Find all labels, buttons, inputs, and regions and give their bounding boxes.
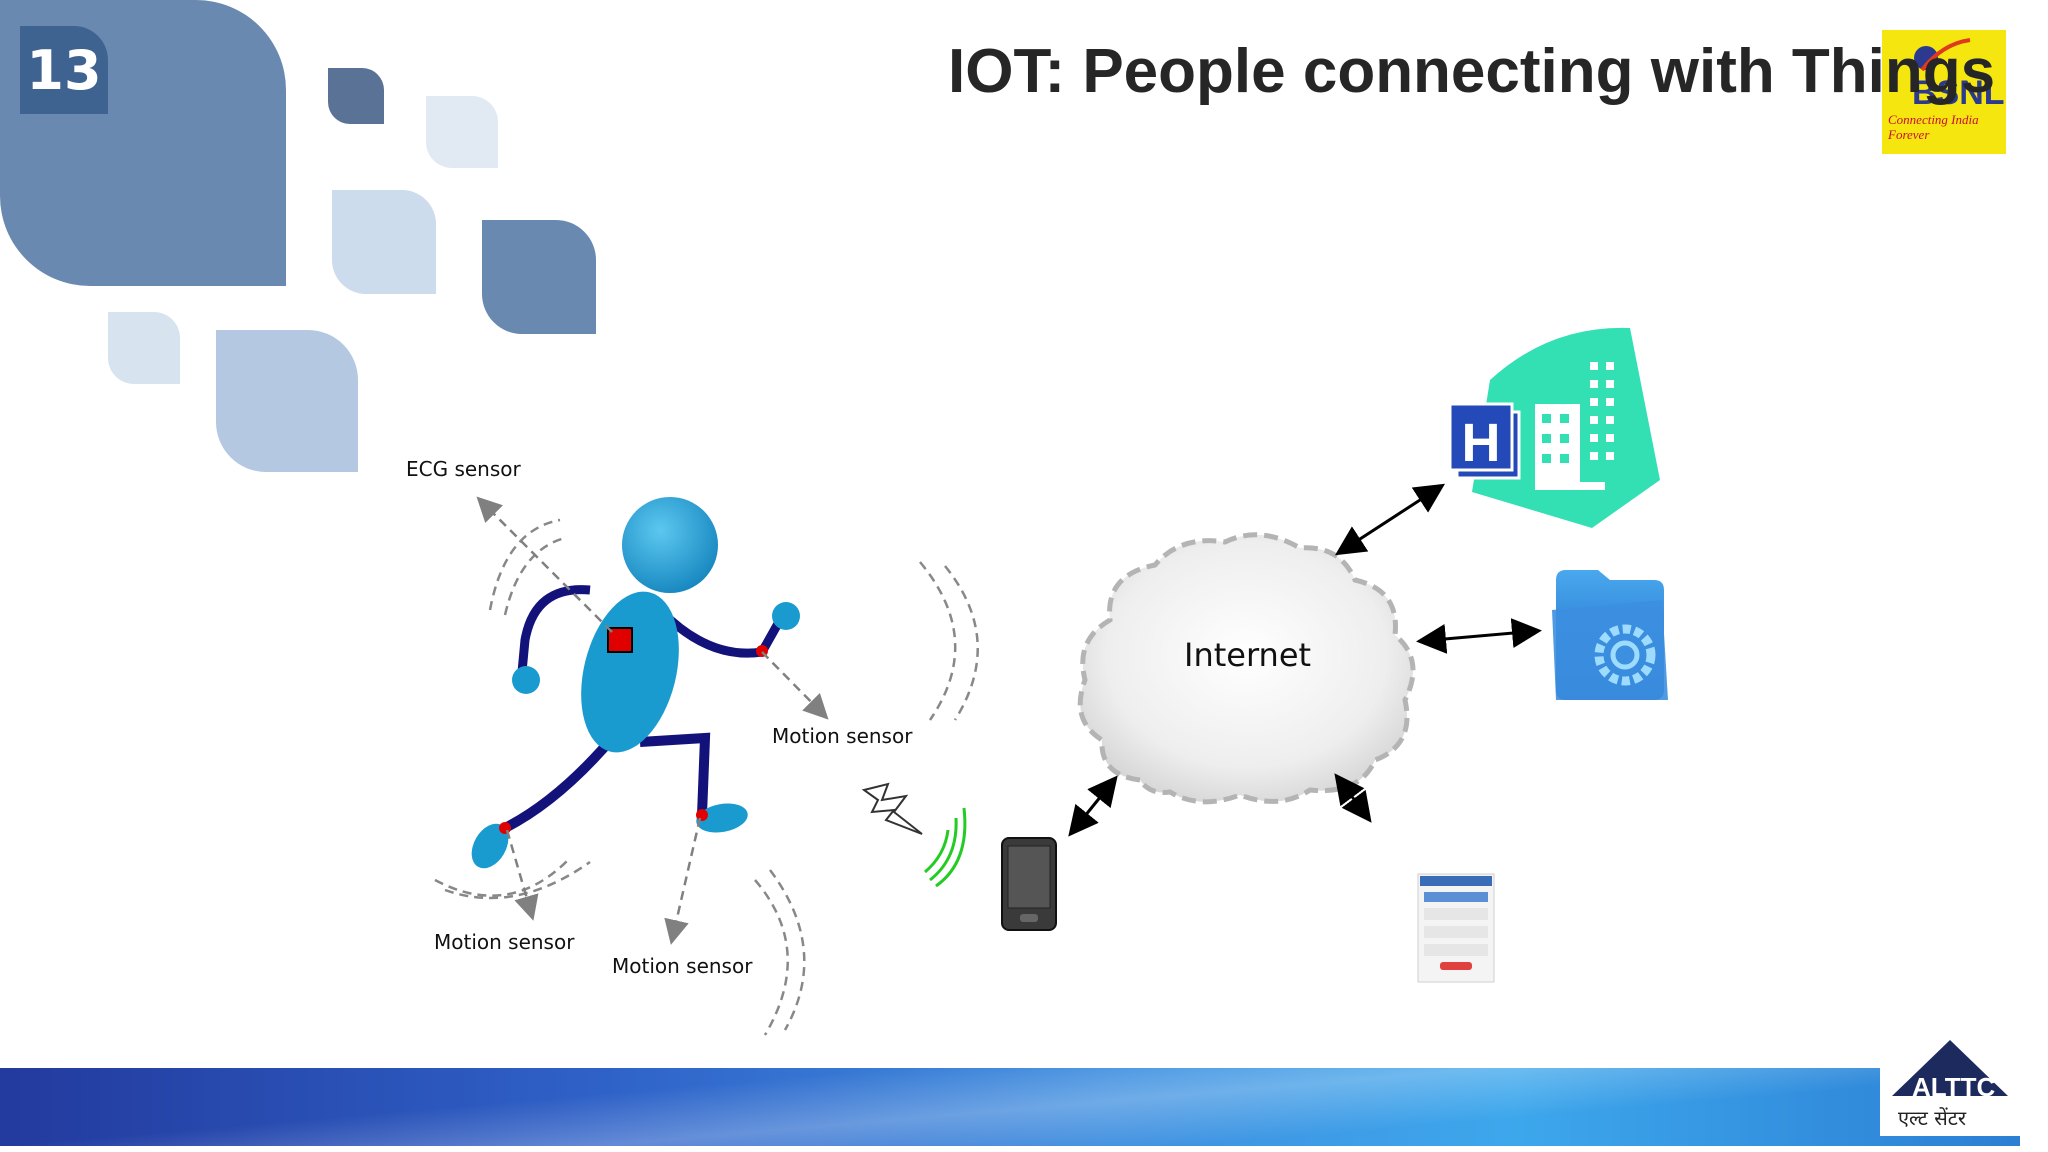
bsnl-swoosh-icon <box>1914 38 1971 72</box>
pda-device-icon <box>1001 837 1057 931</box>
bg-tile-dark-small <box>328 68 384 124</box>
hospital-icon: H <box>1448 327 1660 528</box>
ecg-sensor-marker <box>607 627 633 653</box>
altc-logo: ALTTC एल्ट सेंटर <box>1880 1036 2020 1136</box>
altc-triangle-icon <box>1892 1040 2008 1096</box>
motion-sensor-wrist-label: Motion sensor <box>772 724 913 748</box>
altc-wordmark: ALTTC <box>1912 1072 1996 1102</box>
ecg-sensor-label: ECG sensor <box>406 457 521 481</box>
settings-folder-icon <box>1552 570 1668 700</box>
bg-tile-light-large <box>216 330 358 472</box>
footer-edge <box>0 1146 2048 1152</box>
internet-label: Internet <box>1184 636 1312 674</box>
hospital-letter: H <box>1462 413 1501 473</box>
altc-hindi-label: एल्ट सेंटर <box>1898 1106 1966 1130</box>
network-arrows <box>1068 483 1542 837</box>
lightning-icon <box>861 782 923 835</box>
page-title: IOT: People connecting with Things <box>948 37 1996 106</box>
bsnl-tagline: Connecting India Forever <box>1888 112 1979 142</box>
runner-figure <box>471 497 800 869</box>
right-foot-sensor-dot <box>696 809 708 821</box>
bg-tile-pale-medium <box>332 190 436 294</box>
phone-app-screen-icon <box>1417 873 1495 983</box>
left-foot-sensor-dot <box>499 822 511 834</box>
bsnl-logo: BSNL Connecting India Forever <box>1882 30 2006 154</box>
motion-sensor-left-foot-label: Motion sensor <box>434 930 575 954</box>
cloud-icon <box>1077 532 1416 805</box>
footer-band <box>0 1068 2020 1152</box>
slide-number: 13 <box>20 26 108 114</box>
wireless-signal-icon <box>924 807 967 888</box>
bg-tile-pale-small <box>426 96 498 168</box>
bg-tile-pale-left <box>108 312 180 384</box>
bsnl-wordmark: BSNL <box>1912 74 2005 112</box>
motion-wave-arcs <box>434 518 979 1036</box>
bg-tile-medium <box>482 220 596 334</box>
sensor-pointers <box>476 496 829 945</box>
motion-sensor-right-foot-label: Motion sensor <box>612 954 753 978</box>
